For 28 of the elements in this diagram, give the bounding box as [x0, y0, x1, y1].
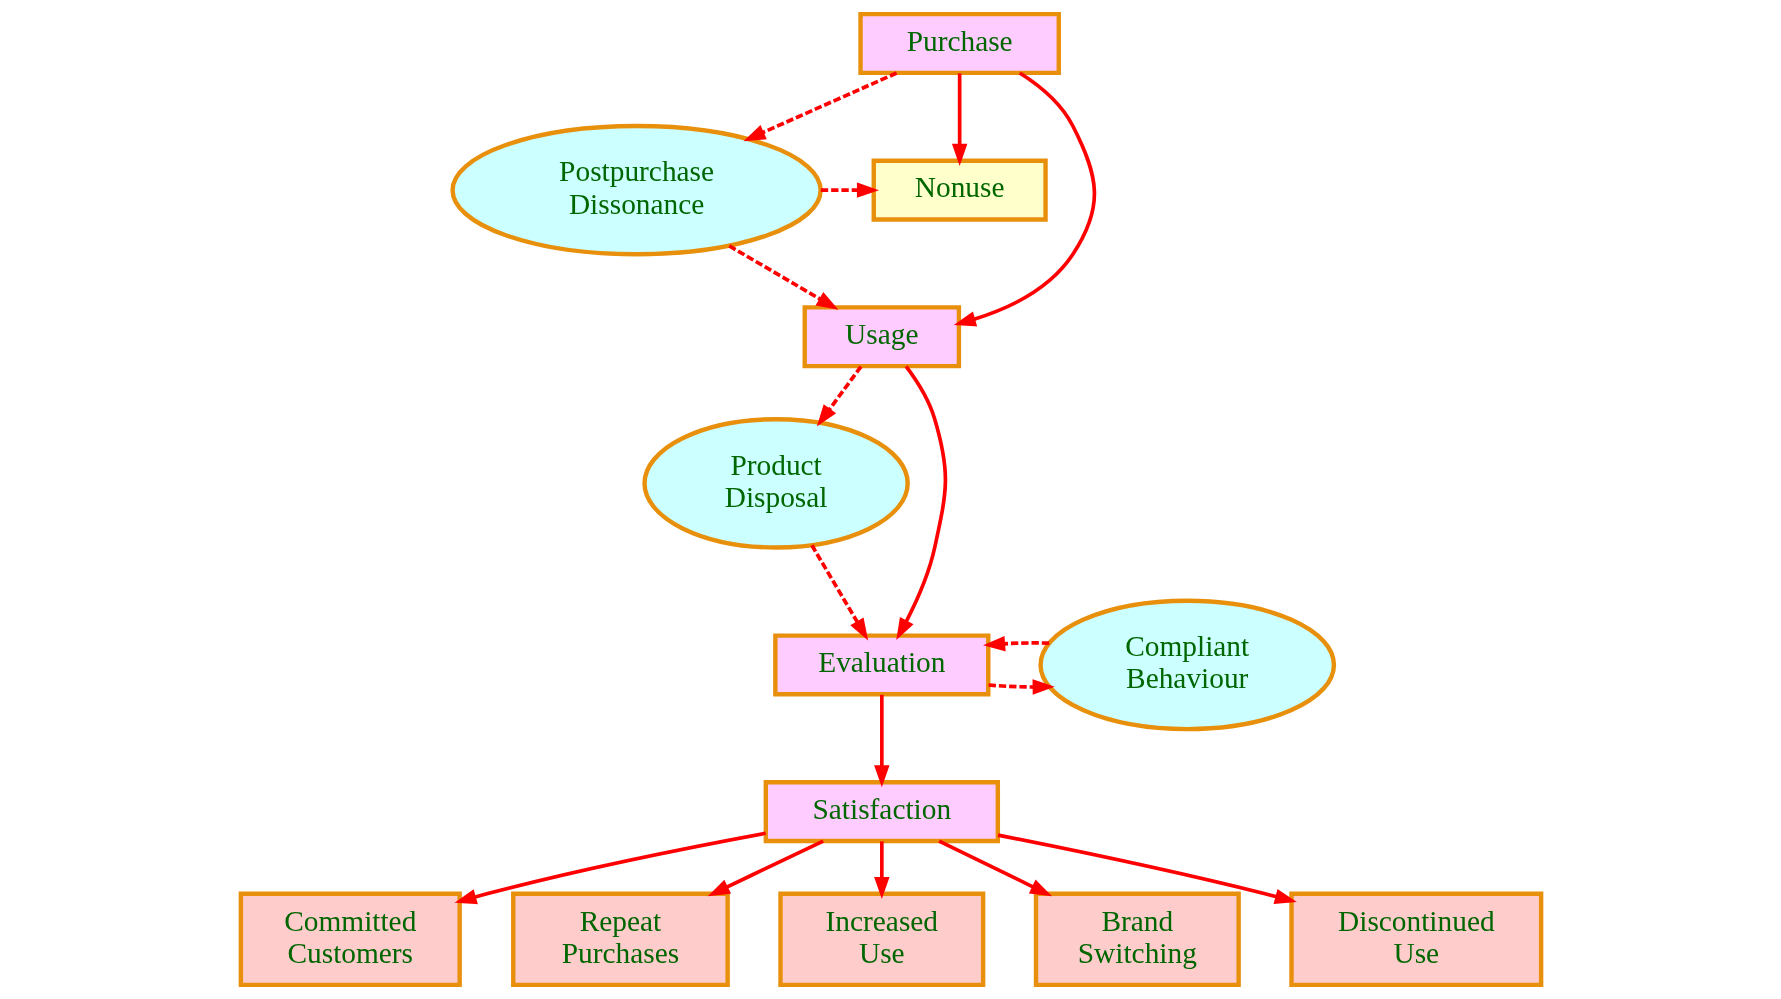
- node-ellipse: Compliant Behaviour: [1037, 598, 1336, 732]
- node-box: Repeat Purchases: [510, 891, 730, 988]
- node-box: Committed Customers: [238, 891, 462, 988]
- arrow: [951, 73, 967, 166]
- node-box: Brand Switching: [1033, 891, 1241, 988]
- node-ellipse: Product Disposal: [641, 417, 910, 550]
- arrow: [727, 244, 838, 310]
- node-box: Usage: [802, 305, 961, 369]
- arrow: [997, 833, 1297, 904]
- node-box: Evaluation: [772, 633, 990, 697]
- arrow: [953, 71, 1096, 327]
- arrow: [895, 365, 947, 641]
- arrow: [454, 831, 766, 905]
- arrow: [937, 839, 1052, 897]
- arrow: [820, 182, 879, 198]
- node-box: Nonuse: [871, 158, 1048, 222]
- arrow: [873, 841, 890, 900]
- node-box: Discontinued Use: [1288, 891, 1543, 988]
- arrow: [707, 839, 824, 897]
- arrow: [809, 544, 868, 641]
- arrow: [987, 679, 1055, 695]
- node-box: Increased Use: [777, 891, 985, 988]
- node-box: Satisfaction: [763, 780, 1000, 844]
- arrow: [982, 636, 1049, 652]
- arrow: [873, 694, 890, 788]
- arrow: [743, 71, 897, 142]
- arrow: [816, 365, 862, 427]
- node-box: Purchase: [857, 11, 1061, 76]
